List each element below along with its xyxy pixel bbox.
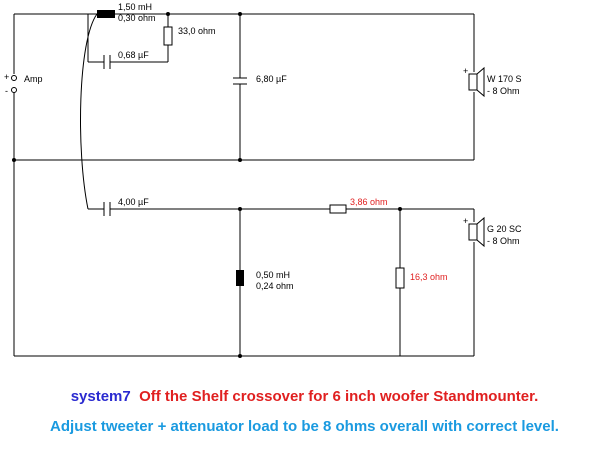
shunt-resistor [395,267,405,289]
amp-plus-terminal [11,75,17,81]
shunt-capacitor-value: 6,80 µF [256,74,287,84]
woofer-section: 1,50 mH 0,30 ohm 33,0 ohm 0,68 µF 6,80 µ… [97,2,522,98]
parallel-resistor-value: 33,0 ohm [178,26,216,36]
woofer-speaker-icon [468,66,485,98]
series-resistor [329,204,347,214]
shunt-inductor-resistance: 0,24 ohm [256,281,294,291]
shunt-inductor-value: 0,50 mH [256,270,290,280]
junction-dot [238,12,242,16]
amp-minus-sign: - [5,86,8,96]
junction-dots [12,12,402,358]
junction-dot [398,207,402,211]
caption-line-1: system7 Off the Shelf crossover for 6 in… [0,388,609,405]
junction-dot [238,158,242,162]
junction-dot [166,12,170,16]
tweeter-speaker-icon [468,216,485,248]
shunt-capacitor [233,77,247,85]
amp-source: + - Amp [4,72,43,96]
junction-dot [238,354,242,358]
series-resistor-value: 3,86 ohm [350,197,388,207]
series-inductor-value: 1,50 mH [118,2,152,12]
tweeter-driver-name: G 20 SC [487,224,522,234]
caption-title: Off the Shelf crossover for 6 inch woofe… [139,388,539,405]
woofer-driver-impedance: - 8 Ohm [487,86,520,96]
tweeter-section: 4,00 µF 3,86 ohm 0,50 mH 0,24 ohm 16,3 o… [103,197,522,291]
parallel-capacitor [103,55,111,69]
amp-label: Amp [24,74,43,84]
series-inductor [97,10,115,18]
series-capacitor [103,202,111,216]
amp-plus-sign: + [4,72,9,82]
amp-minus-terminal [11,87,17,93]
series-inductor-resistance: 0,30 ohm [118,13,156,23]
woofer-plus-sign: + [463,66,468,76]
wires [13,13,475,357]
caption-line-2: Adjust tweeter + attenuator load to be 8… [50,418,559,435]
tweeter-driver-impedance: - 8 Ohm [487,236,520,246]
tweeter-plus-sign: + [463,216,468,226]
junction-dot [12,158,16,162]
series-capacitor-value: 4,00 µF [118,197,149,207]
shunt-resistor-value: 16,3 ohm [410,272,448,282]
junction-dot [238,207,242,211]
parallel-capacitor-value: 0,68 µF [118,50,149,60]
woofer-driver-name: W 170 S [487,74,522,84]
parallel-resistor [163,26,173,46]
crossover-schematic: + - Amp 1,50 mH 0,30 ohm 33,0 ohm 0,68 µ… [4,2,522,358]
shunt-inductor [236,270,244,286]
caption-system: system7 [70,388,131,405]
